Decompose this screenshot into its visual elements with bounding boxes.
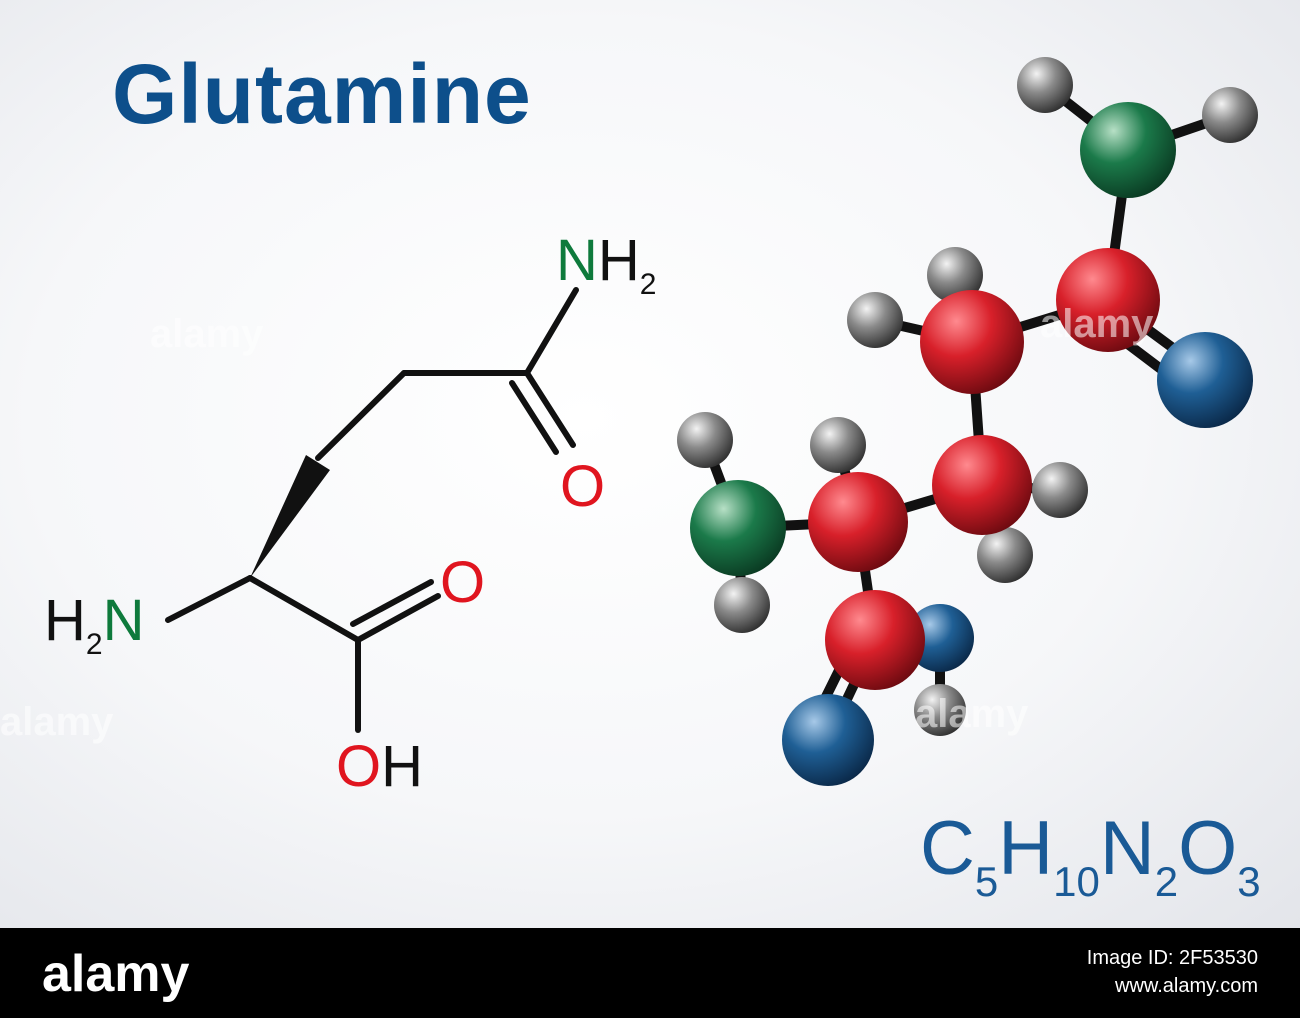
watermark: alamy	[150, 312, 264, 356]
oxygen-atom	[1157, 332, 1253, 428]
hydrogen-atom	[927, 247, 983, 303]
nitrogen-atom	[1080, 102, 1176, 198]
hydrogen-atom	[677, 412, 733, 468]
hydrogen-atom	[1202, 87, 1258, 143]
hydrogen-atom	[914, 684, 966, 736]
hydrogen-atom	[977, 527, 1033, 583]
nitrogen-atom	[690, 480, 786, 576]
bond-calpha-n	[165, 575, 253, 623]
skeletal-formula	[165, 57, 1258, 786]
diagram-canvas: Glutamine	[0, 0, 1300, 928]
bond-acid-o-2	[350, 579, 434, 627]
acid-oxygen-label: O	[440, 550, 486, 615]
amide-nh2-label: NH2	[556, 228, 657, 301]
oxygen-atom	[782, 694, 874, 786]
site-url: www.alamy.com	[1115, 975, 1258, 997]
watermark: alamy	[915, 692, 1029, 736]
image-id: Image ID: 2F53530	[1086, 947, 1258, 969]
carbon-atom	[825, 590, 925, 690]
bond-acid-o-1	[355, 593, 441, 643]
image-info: Image ID: 2F53530 www.alamy.com	[1087, 944, 1258, 1000]
watermark: alamy	[1040, 302, 1154, 346]
bond-carbonyl-2	[509, 380, 559, 455]
watermark: alamy	[0, 700, 114, 744]
footer-bar	[0, 928, 1300, 1018]
hydroxyl-oh-label: OH	[336, 734, 424, 799]
hydrogen-atom	[1017, 57, 1073, 113]
hydrogen-atom	[714, 577, 770, 633]
hydrogen-atom	[847, 292, 903, 348]
bond-calpha-cooh	[247, 575, 361, 643]
bond-carbonyl-1	[524, 370, 576, 448]
carbon-atom	[808, 472, 908, 572]
hydrogen-atom	[810, 417, 866, 473]
page-title: Glutamine	[112, 47, 532, 141]
brand-logo: alamy	[42, 945, 190, 1003]
amide-oxygen-label: O	[560, 454, 606, 519]
bond-n-cb	[524, 287, 579, 376]
carbon-atom	[932, 435, 1032, 535]
stereo-wedge-bond	[250, 455, 330, 578]
atoms	[677, 57, 1258, 786]
oxygen-atom	[906, 604, 974, 672]
bond-ch2-ch2	[315, 370, 407, 461]
molecular-formula: C5H10N2O3	[920, 806, 1261, 905]
carbon-atom	[1056, 248, 1160, 352]
amine-h2n-label: H2N	[44, 588, 145, 661]
hydrogen-atom	[1032, 462, 1088, 518]
carbon-atom	[920, 290, 1024, 394]
